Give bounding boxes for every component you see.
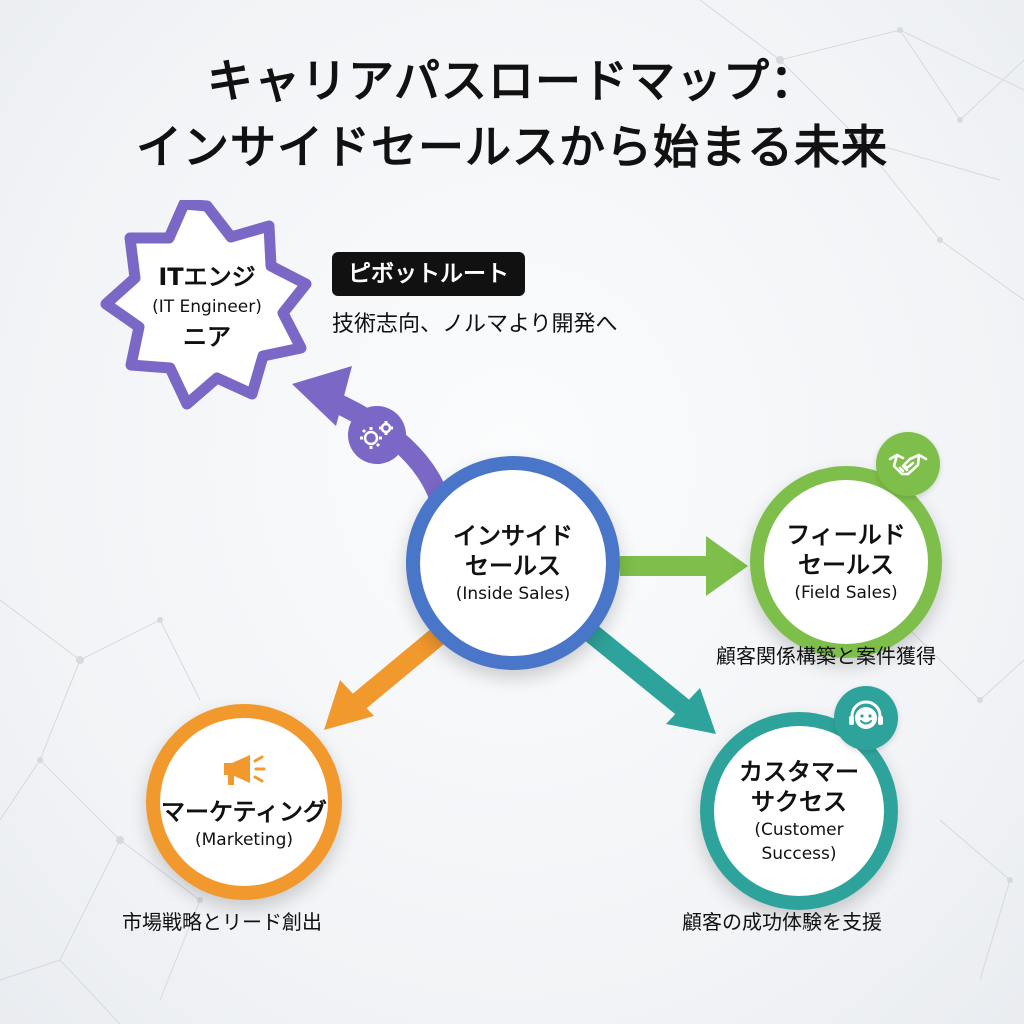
it-english-label: (IT Engineer) <box>152 297 262 317</box>
inside-sales-line-2: セールス <box>465 552 561 580</box>
megaphone-icon <box>220 753 268 791</box>
inside-sales-line-1: インサイド <box>453 522 573 550</box>
cs-line-1: カスタマー <box>739 758 859 786</box>
marketing-node: マーケティング (Marketing) <box>146 704 342 900</box>
marketing-title: マーケティング <box>160 798 328 826</box>
field-sales-line-1: フィールド <box>786 521 906 549</box>
gears-icon <box>348 406 406 464</box>
it-engineer-badge <box>100 200 312 410</box>
cs-english-line-1: (Customer <box>754 820 844 840</box>
customer-success-caption: 顧客の成功体験を支援 <box>682 910 882 934</box>
field-sales-line-2: セールス <box>798 551 894 579</box>
title-line-2: インサイドセールスから始まる未来 <box>136 120 888 174</box>
title-line-1: キャリアパスロードマップ： <box>206 54 818 108</box>
arrow-to-customer-success <box>583 624 693 718</box>
cs-line-2: サクセス <box>751 788 847 816</box>
marketing-english: (Marketing) <box>195 830 293 850</box>
inside-sales-english: (Inside Sales) <box>455 584 571 604</box>
arrow-to-marketing <box>349 628 445 712</box>
it-title-line-2: ニア <box>183 323 231 351</box>
arrow-head-marketing <box>324 680 374 730</box>
inside-sales-node: インサイド セールス (Inside Sales) <box>406 456 620 670</box>
page-title: キャリアパスロードマップ： インサイドセールスから始まる未来 <box>0 48 1024 180</box>
headset-smile-icon <box>834 686 898 750</box>
it-engineer-node: ITエンジ (IT Engineer) ニア <box>100 200 314 414</box>
handshake-icon <box>876 432 940 496</box>
arrow-head-it <box>292 366 352 426</box>
pivot-route-tag: ピボットルート <box>332 252 525 296</box>
pivot-route-description: 技術志向、ノルマより開発へ <box>332 312 618 337</box>
cs-english-line-2: Success) <box>761 844 837 864</box>
arrow-head-cs <box>666 688 716 734</box>
field-sales-caption: 顧客関係構築と案件獲得 <box>716 644 936 668</box>
arrow-head-field <box>706 536 748 596</box>
field-sales-english: (Field Sales) <box>794 583 898 603</box>
it-title-line-1: ITエンジ <box>158 263 256 291</box>
marketing-caption: 市場戦略とリード創出 <box>122 910 322 934</box>
